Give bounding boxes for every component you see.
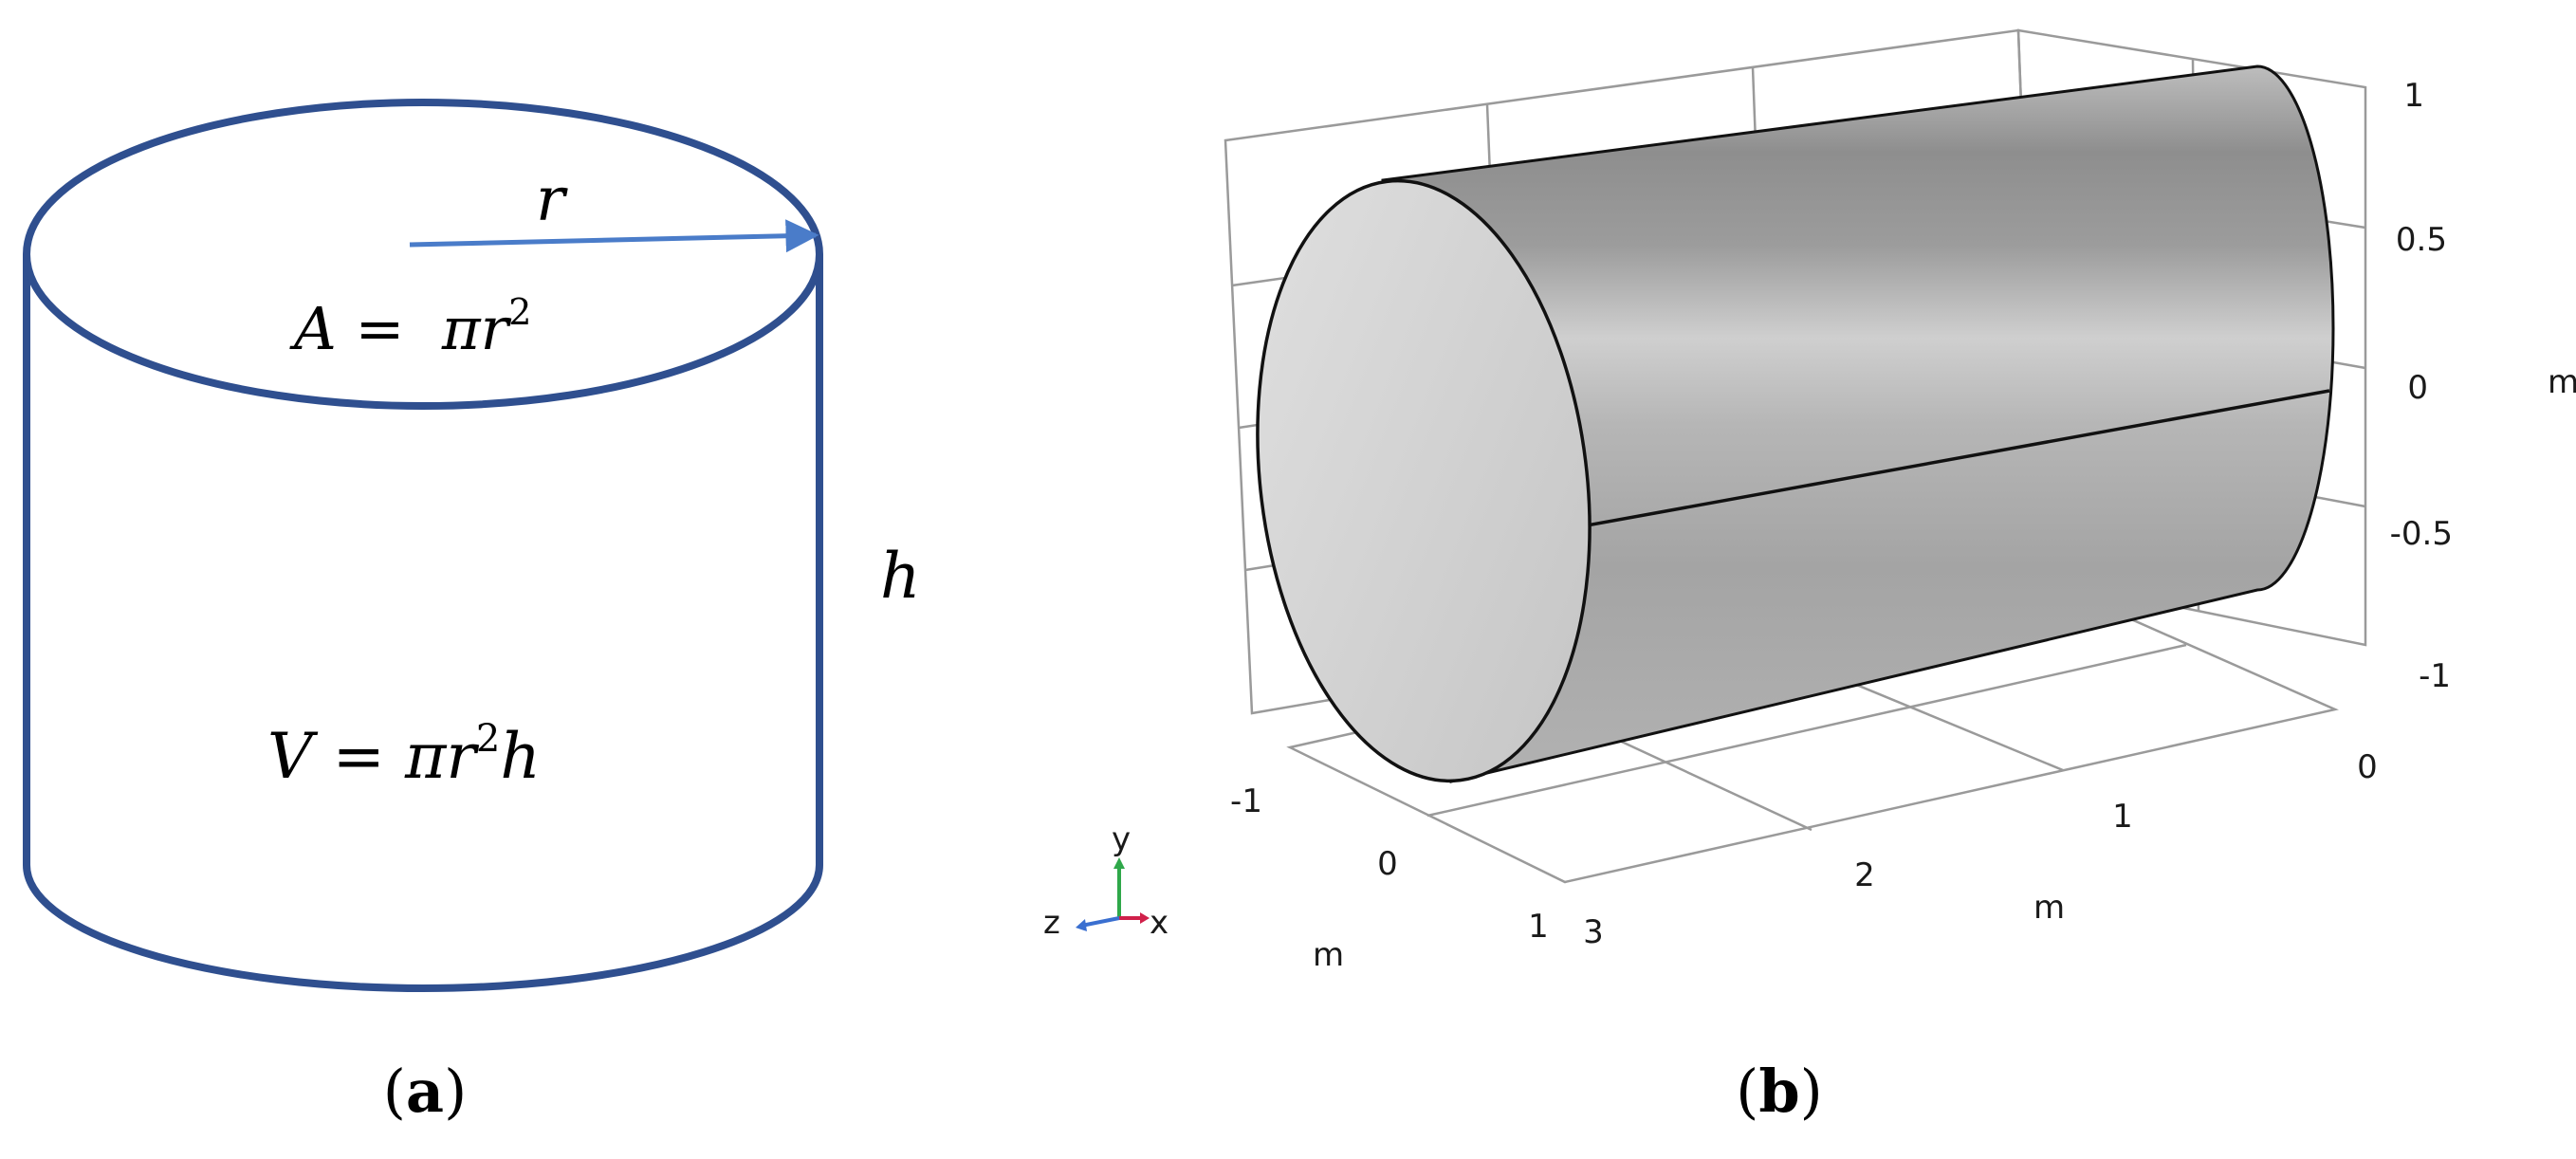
triad-x-label: x: [1150, 904, 1168, 942]
tick-label: 0: [1377, 845, 1398, 883]
panel-b: 1 0.5 0 -0.5 -1 m -1 0 1 m 3 2 1 0 m: [1043, 28, 2576, 1126]
tick-label: -0.5: [2390, 515, 2453, 553]
axis-triad-icon: y x z: [1043, 820, 1168, 942]
radius-arrow: [409, 219, 819, 253]
cylinder-body: [1381, 64, 2335, 783]
tick-label: -1: [2419, 657, 2451, 695]
length-axis-unit: m: [2033, 889, 2065, 927]
caption-b: (b): [1736, 1057, 1823, 1126]
tick-label: 1: [2112, 798, 2133, 836]
tick-label: -1: [1230, 782, 1262, 820]
area-formula: A = πr2: [289, 291, 531, 363]
volume-formula: V = πr2h: [267, 717, 541, 793]
depth-axis-ticks: -1 0 1: [1230, 782, 1549, 946]
radius-label: r: [536, 165, 568, 235]
tick-label: 0: [2357, 748, 2378, 786]
cylinder-side-outline: [23, 254, 823, 992]
tick-label: 1: [2403, 77, 2424, 115]
depth-axis-unit: m: [1313, 936, 1344, 974]
vertical-axis-ticks: 1 0.5 0 -0.5 -1: [2390, 77, 2453, 695]
panel-a: r A = πr2 V = πr2h h (a): [23, 99, 921, 1126]
caption-a: (a): [383, 1057, 468, 1126]
tick-label: 1: [1528, 908, 1549, 946]
cylinder-seam: [1555, 389, 2330, 533]
cylinder-top-ellipse: [23, 99, 823, 410]
triad-y-label: y: [1112, 820, 1131, 858]
cylinder-end-cap: [1256, 178, 1592, 783]
tick-label: 0.5: [2396, 221, 2447, 259]
tick-label: 2: [1854, 856, 1875, 894]
height-label: h: [880, 540, 921, 613]
tick-label: 3: [1583, 913, 1604, 951]
triad-z-label: z: [1043, 904, 1060, 942]
length-axis-ticks: 3 2 1 0: [1583, 748, 2378, 951]
tick-label: 0: [2407, 369, 2428, 407]
vertical-axis-unit: m: [2548, 363, 2576, 401]
